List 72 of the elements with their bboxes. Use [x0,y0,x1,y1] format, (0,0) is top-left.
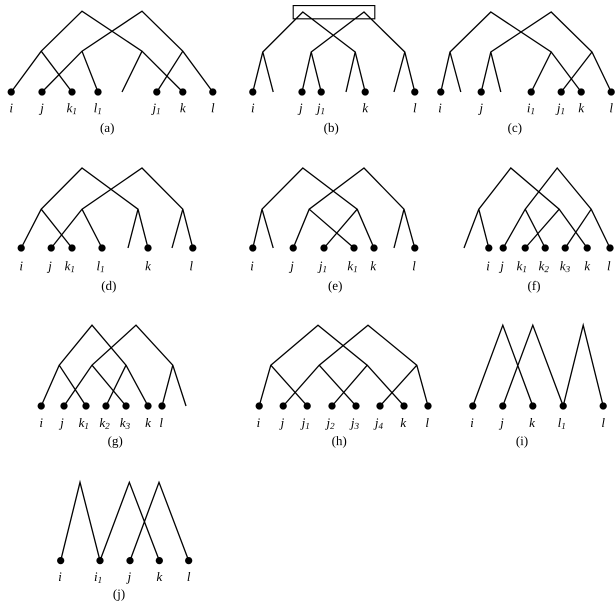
leaf-label: k$_{1}$ [348,261,357,272]
leaf-label: l [414,103,416,112]
leaf-label: k [578,103,584,112]
leaf-label: i [470,418,474,427]
leaf-label: k [146,261,152,270]
leaf-label: l [608,261,610,270]
leaf-label: k$_{1}$ [516,261,526,272]
panel-caption: (f) [528,280,540,293]
leaf-label: l [188,572,190,581]
leaf-label: j [478,104,483,115]
leaf-label: j [498,418,504,430]
leaf-label: i [40,418,43,427]
panel-caption: (a) [100,122,114,135]
leaf-label: k$_{1}$ [78,418,88,429]
leaf-label: j [126,572,131,584]
panel-caption: (c) [508,122,522,135]
leaf-label: i [58,572,62,581]
leaf-label: l$_{1}$ [97,261,104,272]
leaf-label: j [38,104,44,115]
leaf-label: i [438,104,442,112]
leaf-label: j [498,262,504,273]
panel-caption: (g) [108,436,122,448]
leaf-label: k$_{3}$ [560,261,570,272]
leaf-label: l [212,103,214,112]
leaf-label: l [602,418,605,427]
panel-caption: (e) [328,280,342,293]
leaf-label: k$_{1}$ [64,261,74,272]
leaf-label: j [58,418,64,430]
leaf-label: j$_{4}$ [373,418,383,430]
leaf-label: k [370,261,376,270]
panel-caption: (d) [102,280,116,293]
panel-caption: (j) [113,589,125,601]
leaf-label: k [362,103,368,112]
leaf-label: i [10,104,13,112]
leaf-label: i [486,262,490,270]
leaf-label: j [288,262,294,273]
leaf-label: i [250,262,254,270]
leaf-label: k [400,418,406,427]
leaf-label: j [46,262,52,273]
leaf-label: i [20,262,23,270]
leaf-label: l [426,418,429,427]
leaf-label: l [412,261,416,270]
leaf-label: i$_{1}$ [94,572,102,583]
panel-caption: (b) [324,122,338,135]
leaf-label: k$_{3}$ [120,418,130,429]
panel-caption: (i) [516,436,528,448]
leaf-label: j$_{1}$ [555,104,564,115]
leaf-label: l [610,103,613,112]
leaf-label: l$_{1}$ [558,418,565,429]
leaf-label: j$_{2}$ [325,418,334,430]
leaf-label: j [298,104,302,115]
leaf-label: j$_{3}$ [349,418,359,430]
leaf-label: j$_{1}$ [300,418,309,430]
leaf-label: i [257,418,260,427]
leaf-label: k [180,103,186,112]
panel-caption: (h) [332,436,346,448]
leaf-label: i$_{1}$ [528,104,534,114]
leaf-label: l [160,418,163,427]
leaf-label: j$_{1}$ [317,262,326,273]
leaf-label: j$_{1}$ [315,104,324,115]
leaf-label: l [190,261,193,270]
leaf-label: j$_{1}$ [151,104,160,115]
leaf-label: k [584,261,590,270]
leaf-label: i [252,104,254,112]
leaf-label: k [530,418,536,427]
leaf-label: l$_{1}$ [94,103,101,114]
leaf-label: k$_{2}$ [100,418,110,429]
leaf-label: k [146,418,152,427]
leaf-label: k [156,572,162,581]
leaf-label: j [279,418,284,430]
leaf-label: k$_{1}$ [66,103,76,114]
leaf-label: k$_{2}$ [538,261,549,272]
